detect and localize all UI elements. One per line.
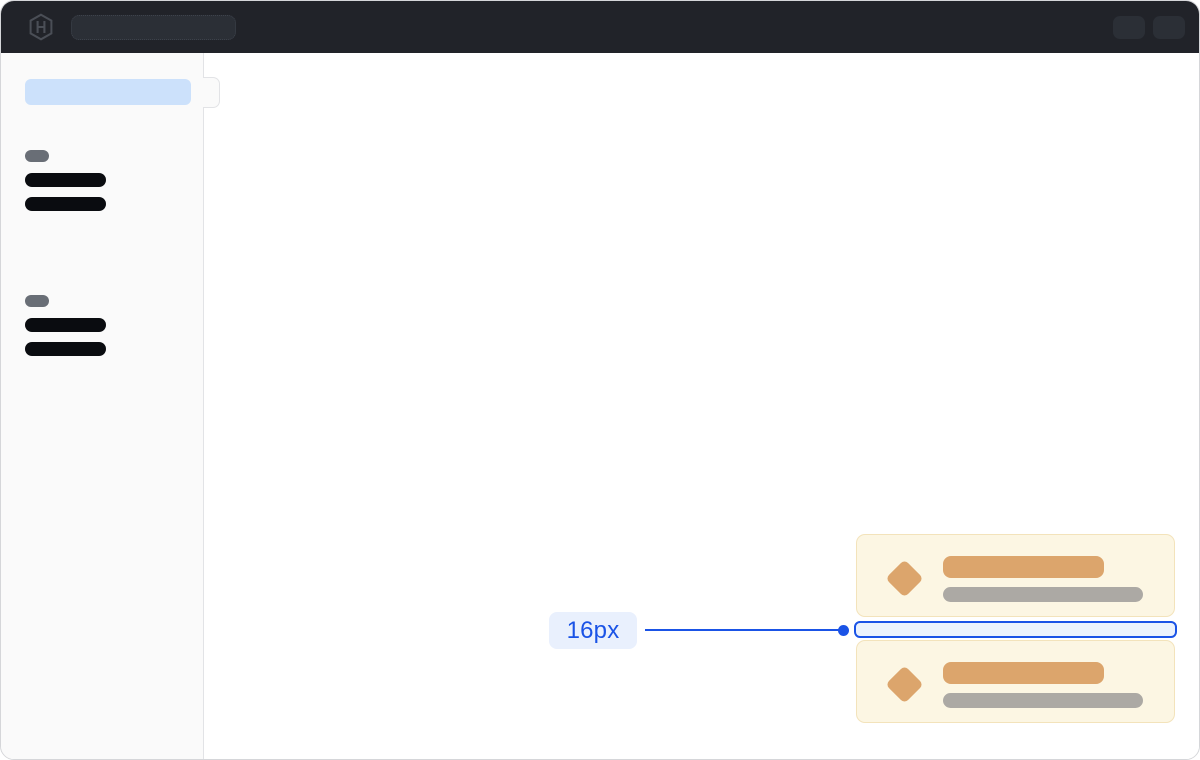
sidebar-toggle-button[interactable] <box>203 77 220 108</box>
measurement-line-dot <box>838 624 849 636</box>
sidebar-nav-item-skeleton[interactable] <box>25 342 106 356</box>
card-title-skeleton <box>943 662 1104 684</box>
measurement-value: 16px <box>566 616 620 644</box>
diamond-icon <box>885 559 924 598</box>
measurement-line <box>645 628 839 632</box>
card-subtitle-skeleton <box>943 693 1143 708</box>
card-subtitle-skeleton <box>943 587 1143 602</box>
card-skeleton-2[interactable] <box>856 640 1175 723</box>
search-input-skeleton[interactable] <box>71 15 236 40</box>
topbar-action-button-2[interactable] <box>1153 16 1185 39</box>
measurement-label: 16px <box>549 612 637 649</box>
sidebar-active-item-skeleton[interactable] <box>25 79 191 105</box>
topbar-action-button-1[interactable] <box>1113 16 1145 39</box>
diamond-icon <box>885 665 924 704</box>
sidebar-nav-item-skeleton[interactable] <box>25 318 106 332</box>
topbar <box>1 1 1199 53</box>
card-skeleton-1[interactable] <box>856 534 1175 617</box>
sidebar-nav-item-skeleton[interactable] <box>25 197 106 211</box>
sidebar-group-label-skeleton <box>25 150 49 162</box>
card-title-skeleton <box>943 556 1104 578</box>
hashicorp-logo-icon <box>29 13 53 41</box>
sidebar-nav-item-skeleton[interactable] <box>25 173 106 187</box>
sidebar-group-label-skeleton <box>25 295 49 307</box>
sidebar <box>1 53 204 759</box>
spacing-highlight-rect <box>854 621 1177 638</box>
